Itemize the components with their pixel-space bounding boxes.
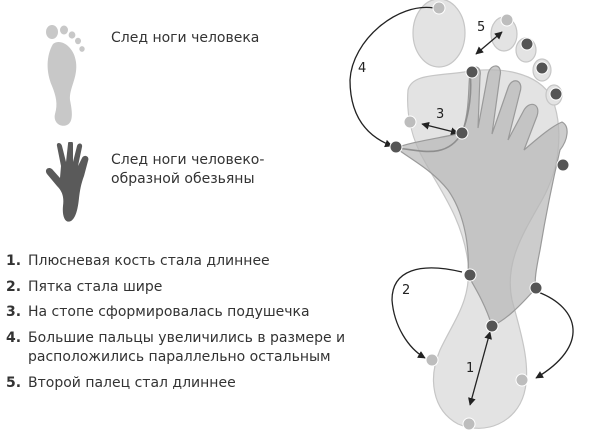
list-item: 3.На стопе сформировалась подушечка [6, 304, 310, 320]
marker-2: 2 [402, 283, 410, 298]
legend-human-label: След ноги человека [111, 30, 260, 46]
list-item: 5.Второй палец стал длиннее [6, 374, 236, 391]
arrow-2b [535, 291, 574, 379]
list-item: 2.Пятка стала шире [6, 278, 163, 295]
ape-footprint-icon [45, 142, 89, 222]
list-item: 1.Плюсневая кость стала длиннее [6, 253, 270, 269]
list-item: 4.Большие пальцы увеличились в размере и… [6, 329, 346, 366]
changes-list: 1.Плюсневая кость стала длиннее 2.Пятка … [6, 252, 346, 399]
arrow-3 [421, 121, 459, 136]
marker-5: 5 [477, 20, 485, 35]
landmark-dots [389, 1, 570, 431]
human-footprint-icon [46, 25, 85, 126]
ape-footprint-shape [394, 65, 568, 327]
arrow-1 [468, 331, 492, 406]
marker-3: 3 [436, 107, 444, 122]
human-footprint-shape [407, 0, 563, 429]
marker-4: 4 [358, 61, 366, 76]
marker-1: 1 [466, 361, 474, 376]
arrow-2 [391, 267, 463, 359]
legend-ape-label-line2: образной обезьяны [111, 171, 255, 187]
arrow-5 [475, 31, 503, 55]
arrow-4 [349, 6, 435, 148]
legend-ape-label-line1: След ноги человеко- [111, 152, 265, 168]
measurement-arrows [349, 6, 574, 406]
